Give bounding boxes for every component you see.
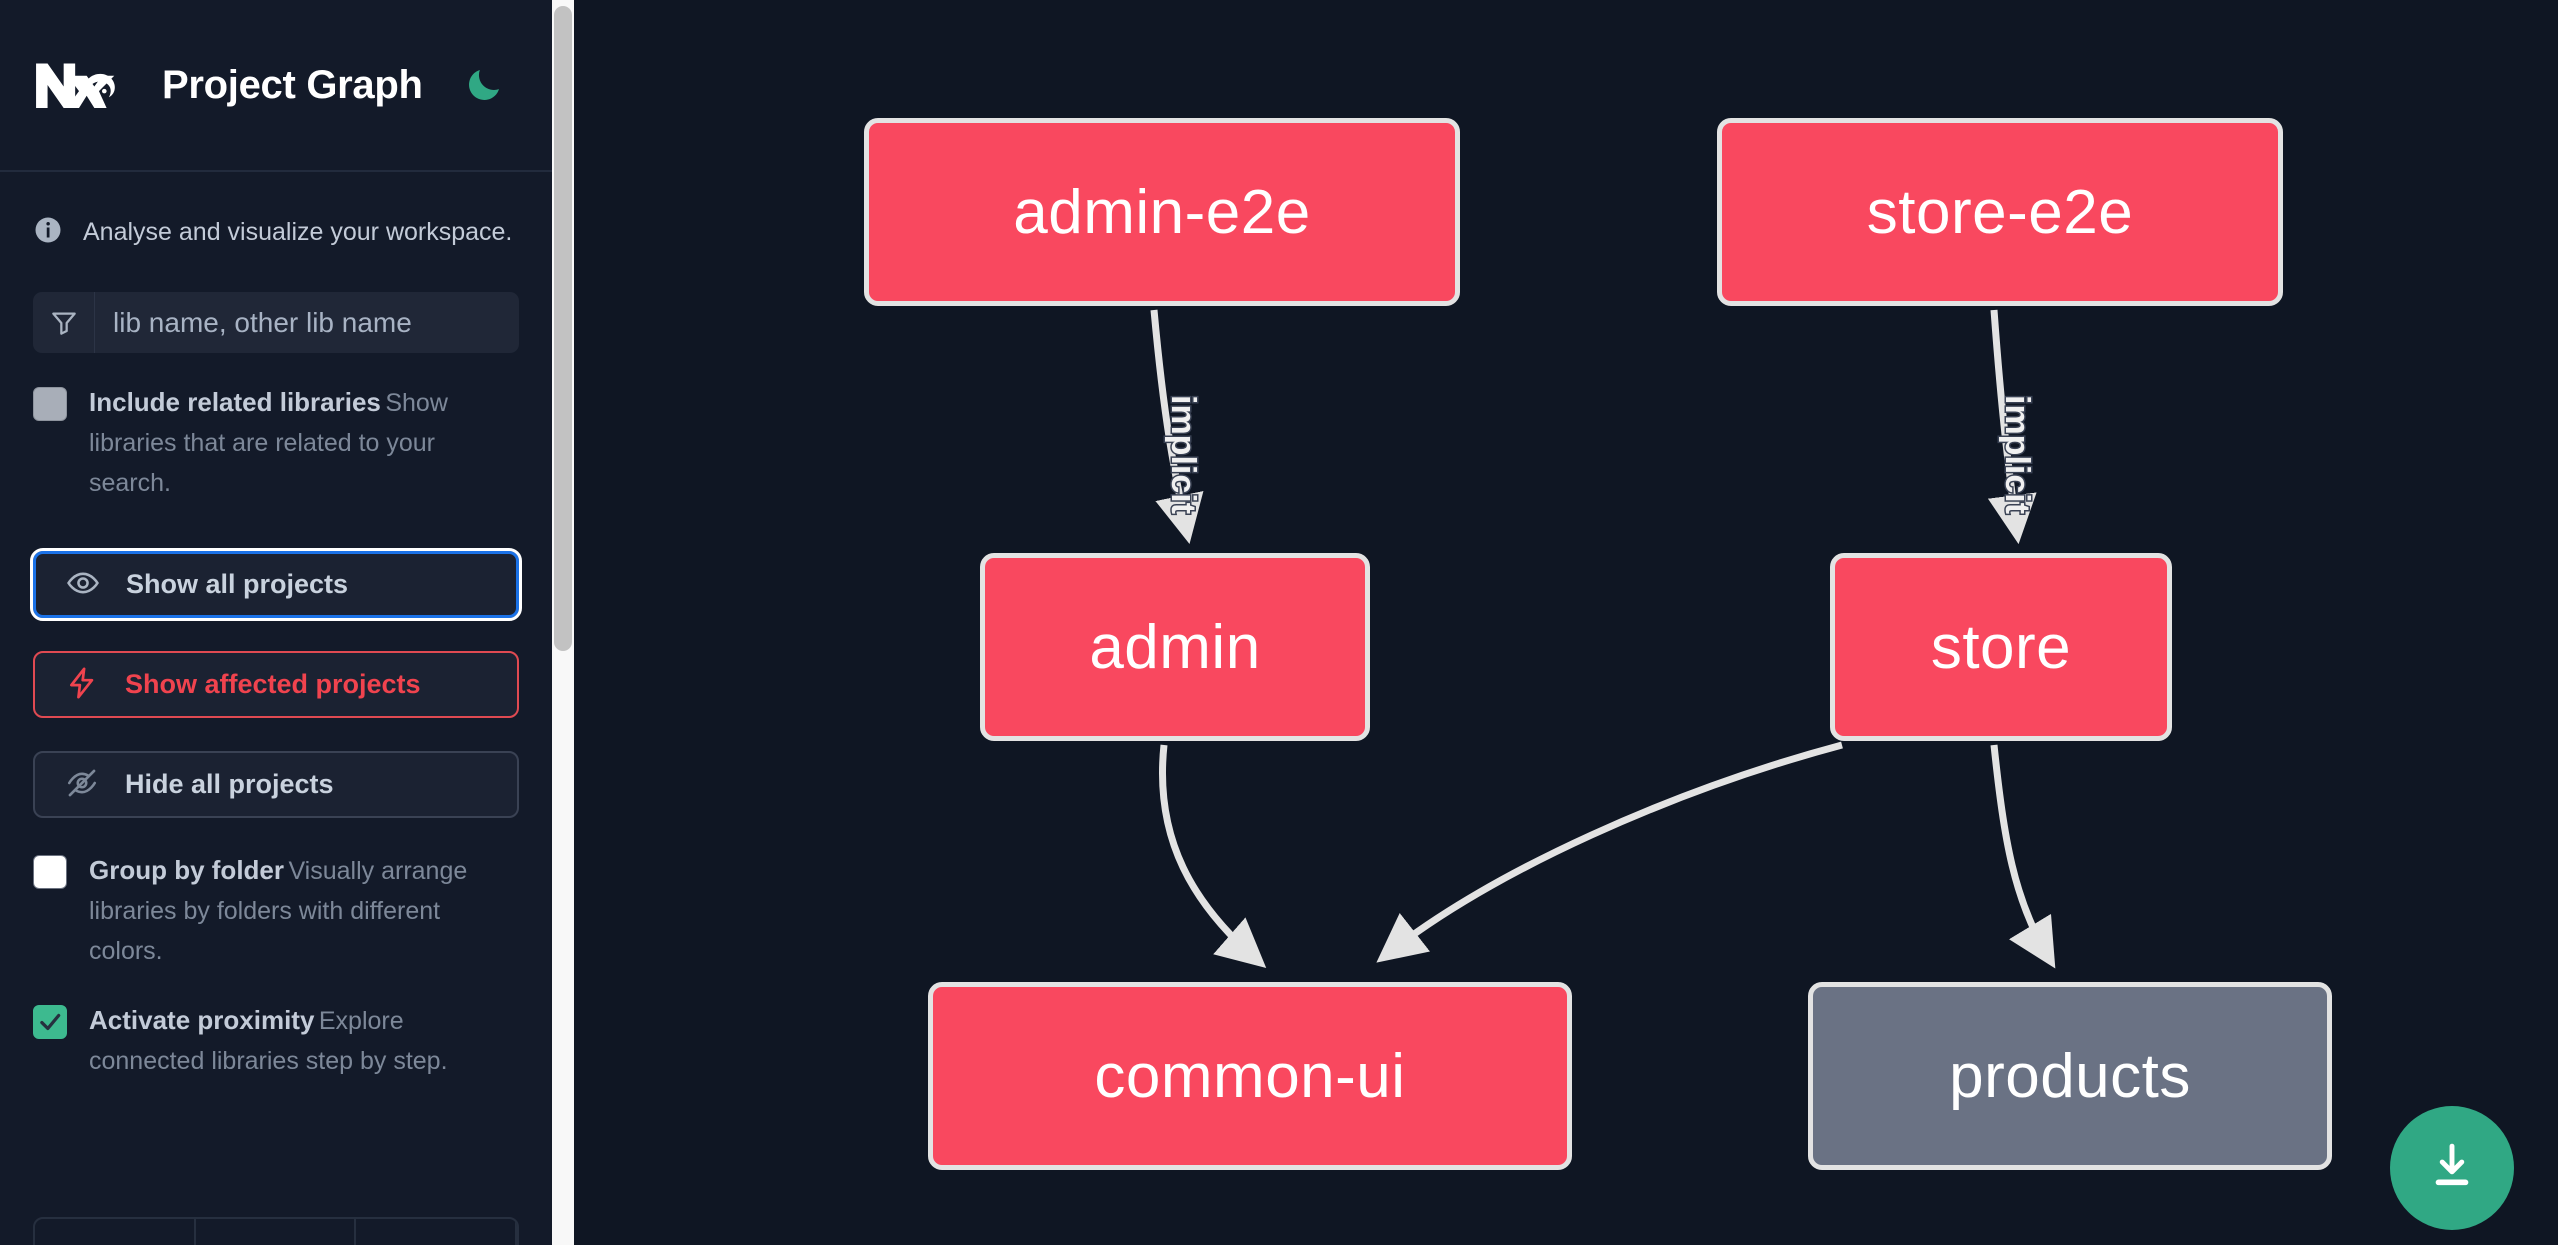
node-label: store bbox=[1930, 612, 2072, 682]
workspace-info: Analyse and visualize your workspace. bbox=[33, 215, 519, 250]
download-icon bbox=[2424, 1138, 2480, 1199]
button-label: Show affected projects bbox=[125, 669, 421, 699]
checkbox-group-by-folder[interactable]: Group by folder Visually arrange librari… bbox=[33, 851, 519, 971]
segmented-control[interactable] bbox=[33, 1217, 519, 1245]
info-icon bbox=[33, 215, 63, 250]
graph-edges: implicit implicit bbox=[1150, 309, 2056, 969]
filter-icon bbox=[33, 292, 95, 353]
button-label: Show all projects bbox=[126, 569, 349, 599]
check-icon bbox=[40, 1013, 61, 1031]
checkbox-box[interactable] bbox=[33, 855, 67, 889]
checkbox-box[interactable] bbox=[33, 387, 67, 421]
checkbox-label: Include related libraries bbox=[89, 387, 381, 417]
checkbox-description: Show libraries that are related to your … bbox=[89, 389, 448, 497]
hide-all-projects-button[interactable]: Hide all projects bbox=[33, 751, 519, 818]
workspace-info-text: Analyse and visualize your workspace. bbox=[83, 218, 513, 246]
sidebar: Project Graph Analyse and visualize your… bbox=[0, 0, 552, 1245]
edge-admin-common-ui bbox=[1159, 744, 1267, 969]
sidebar-scrollbar-thumb[interactable] bbox=[554, 6, 572, 651]
search-input[interactable] bbox=[95, 292, 519, 353]
sidebar-header: Project Graph bbox=[0, 0, 552, 172]
segment-2[interactable] bbox=[196, 1219, 357, 1245]
node-label: admin-e2e bbox=[1013, 177, 1311, 247]
checkbox-label: Group by folder bbox=[89, 855, 284, 885]
node-label: admin bbox=[1089, 612, 1261, 682]
button-label: Hide all projects bbox=[125, 769, 334, 799]
nx-logo-icon bbox=[33, 56, 125, 114]
edge-label-implicit-admin: implicit bbox=[1164, 395, 1202, 514]
project-action-buttons: Show all projects Show affected projects bbox=[30, 548, 522, 818]
checkbox-label: Activate proximity bbox=[89, 1005, 315, 1035]
graph-node-store-e2e[interactable]: store-e2e bbox=[1717, 118, 2283, 306]
edge-store-common-ui bbox=[1376, 741, 1843, 963]
project-graph-canvas[interactable]: implicit implicit admin-e2e store-e2e ad… bbox=[574, 0, 2558, 1245]
show-all-projects-button[interactable]: Show all projects bbox=[30, 548, 522, 621]
node-label: products bbox=[1949, 1041, 2191, 1111]
show-affected-projects-button[interactable]: Show affected projects bbox=[33, 651, 519, 718]
edge-store-e2e-store bbox=[1987, 309, 2037, 545]
moon-icon[interactable] bbox=[461, 62, 507, 108]
graph-node-admin[interactable]: admin bbox=[980, 553, 1370, 741]
checkbox-include-related-libraries[interactable]: Include related libraries Show libraries… bbox=[33, 383, 519, 503]
graph-node-store[interactable]: store bbox=[1830, 553, 2172, 741]
edge-label-implicit-store: implicit bbox=[1998, 395, 2036, 514]
checkbox-activate-proximity[interactable]: Activate proximity Explore connected lib… bbox=[33, 1001, 519, 1081]
edge-store-products bbox=[1990, 744, 2056, 969]
eye-icon bbox=[66, 566, 100, 603]
checkbox-box[interactable] bbox=[33, 1005, 67, 1039]
graph-node-products[interactable]: products bbox=[1808, 982, 2332, 1170]
segment-1[interactable] bbox=[35, 1219, 196, 1245]
page-title: Project Graph bbox=[162, 62, 423, 107]
graph-node-common-ui[interactable]: common-ui bbox=[928, 982, 1572, 1170]
node-label: store-e2e bbox=[1866, 177, 2134, 247]
download-button[interactable] bbox=[2390, 1106, 2514, 1230]
lightning-icon bbox=[65, 666, 99, 703]
search-field[interactable] bbox=[33, 292, 519, 353]
checkbox-description: Visually arrange libraries by folders wi… bbox=[89, 857, 468, 965]
checkbox-description: Explore connected libraries step by step… bbox=[89, 1007, 448, 1075]
eye-slash-icon bbox=[65, 766, 99, 803]
node-label: common-ui bbox=[1094, 1041, 1406, 1111]
sidebar-body: Analyse and visualize your workspace. In… bbox=[0, 215, 552, 1245]
segment-3[interactable] bbox=[356, 1219, 517, 1245]
edge-admin-e2e-admin bbox=[1150, 309, 1204, 544]
graph-node-admin-e2e[interactable]: admin-e2e bbox=[864, 118, 1460, 306]
